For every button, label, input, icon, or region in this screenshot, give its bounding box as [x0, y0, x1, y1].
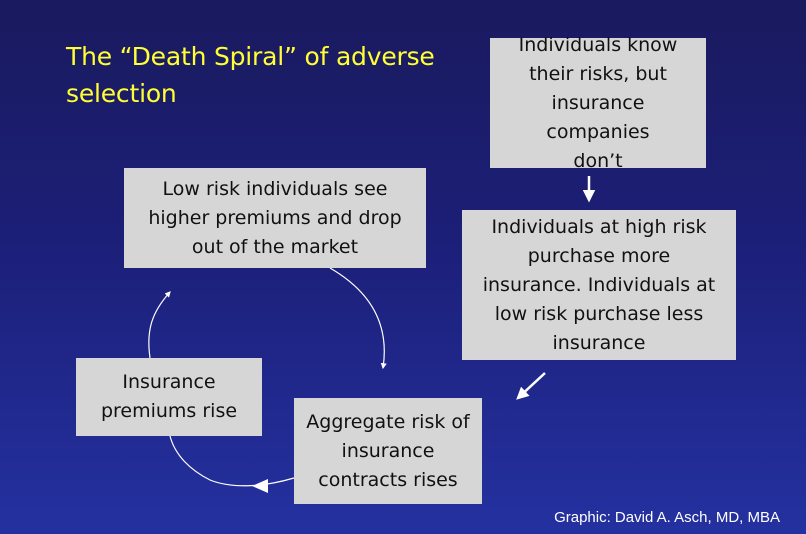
box-premiums-rise: Insurance premiums rise: [76, 358, 262, 436]
cycle-arrow-right: [329, 267, 387, 370]
box-aggregate-risk: Aggregate risk of insurance contracts ri…: [294, 398, 482, 504]
box-high-risk-purchase: Individuals at high risk purchase more i…: [462, 210, 736, 360]
arrow-diagonal: [516, 372, 546, 400]
cycle-arrow-left: [148, 291, 171, 359]
graphic-credit: Graphic: David A. Asch, MD, MBA: [554, 509, 780, 526]
box-individuals-know: Individuals know their risks, but insura…: [490, 34, 706, 172]
box-low-risk-drop-out: Low risk individuals see higher premiums…: [124, 168, 426, 268]
cycle-arrowhead-bottom: [252, 479, 268, 493]
slide-title: The “Death Spiral” of adverse selection: [66, 42, 435, 108]
cycle-arrow-bottom: [169, 435, 295, 487]
